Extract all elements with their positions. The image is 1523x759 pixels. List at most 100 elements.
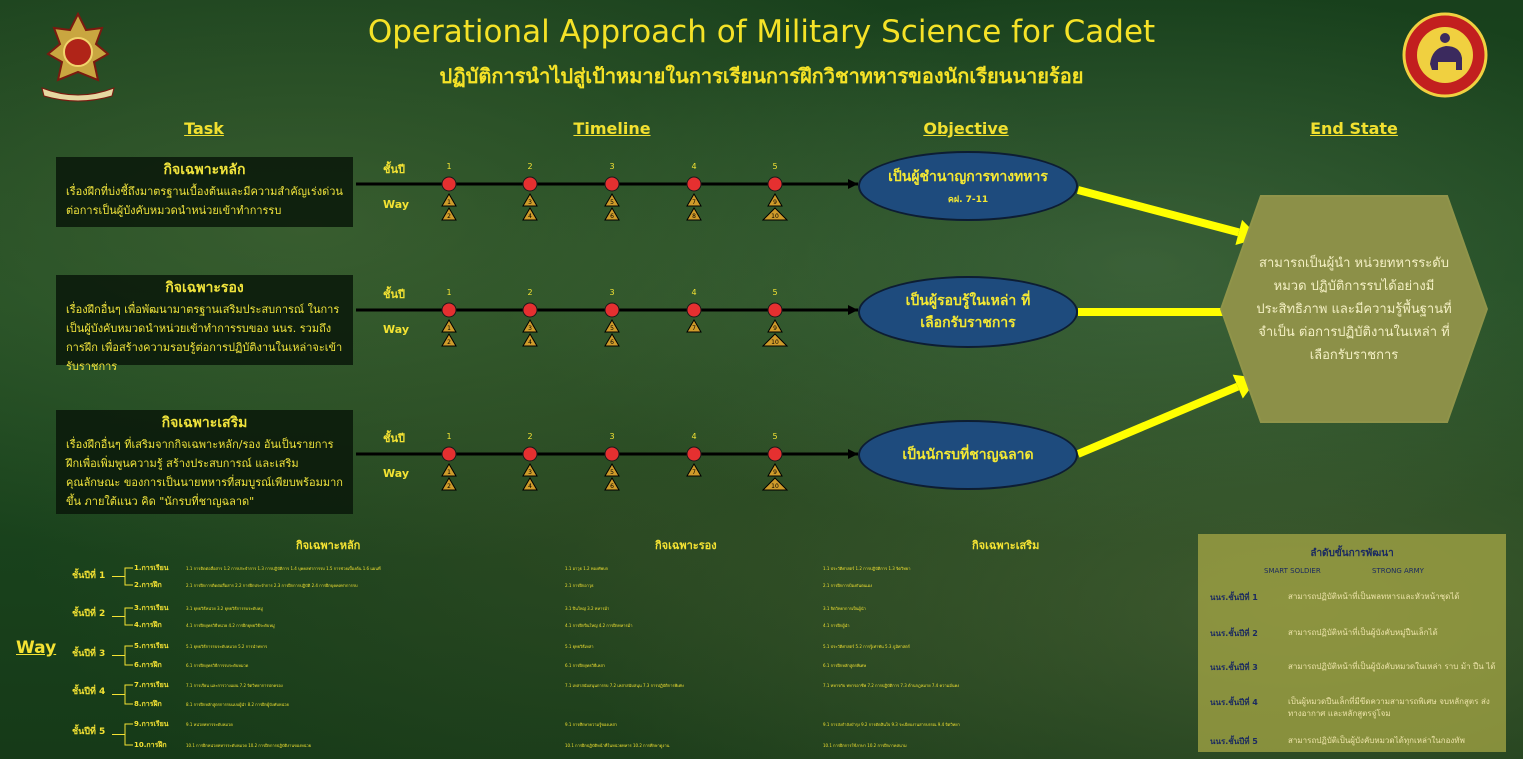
timeline-arrowhead (848, 449, 858, 459)
way-triangle (761, 477, 789, 491)
way-triangle (522, 193, 538, 207)
way-triangle (604, 333, 620, 347)
activity-detail: 2.1 การฝึกการป้องกันตนเอง (823, 583, 873, 588)
activity-detail: 1.1 อาวุธ 1.2 ทองทัพบก (565, 566, 609, 571)
panel-year-description: สามารถปฏิบัติหน้าที่เป็นผู้บังคับหมวดในเ… (1288, 662, 1496, 671)
bottom-col-title-main: กิจเฉพาะหลัก (296, 539, 361, 552)
way-triangle-label: 9 (773, 199, 777, 206)
task-box-main: กิจเฉพาะหลัก เรื่องฝึกที่บ่งชี้ถึงมาตรฐา… (56, 157, 353, 227)
end-state-hexagon: สามารถเป็นผู้นำ หน่วยทหารระดับหมวด ปฏิบั… (1222, 197, 1486, 421)
activity-detail: 10.1 การฝึกปฏิบัติหน้าที่ในหน่วยทหาร 10.… (565, 743, 670, 748)
timeline-dot (522, 176, 538, 192)
way-triangle (767, 193, 783, 207)
timeline-dot (767, 176, 783, 192)
timeline-dot (686, 446, 702, 462)
activity-label: 7.การเรียน (134, 681, 169, 689)
activity-label: 8.การฝึก (134, 700, 162, 708)
task-box-supplementary: กิจเฉพาะเสริม เรื่องฝึกอื่นๆ ที่เสริมจาก… (56, 410, 353, 514)
objective-ellipse-supplementary: เป็นนักรบที่ชาญฉลาด (858, 420, 1078, 490)
activity-detail: 2.1 การฝึกการติดต่อสื่อสาร 2.2 การฝึกประ… (186, 583, 358, 588)
column-header-end-state: End State (1310, 119, 1398, 138)
way-triangle (767, 463, 783, 477)
way-triangle (522, 463, 538, 477)
way-triangle-label: 7 (692, 199, 696, 206)
objective-to-endstate-arrow (1076, 382, 1240, 458)
way-triangle (761, 207, 789, 221)
activity-detail: 5.1 ประวัติศาสตร์ 5.2 การรู้เท่าทัน 5.3 … (823, 644, 910, 649)
way-triangle (522, 207, 538, 221)
way-triangle (604, 319, 620, 333)
way-triangle-label: 2 (447, 213, 451, 220)
year-number: 2 (527, 288, 532, 297)
activity-detail: 7.1 ทหารกับ ทหารอาชีพ 7.2 การปฏิบัติการ … (823, 683, 960, 688)
timeline-dot (441, 446, 457, 462)
timeline-dot (604, 446, 620, 462)
year-number: 1 (446, 288, 451, 297)
bottom-col-title-secondary: กิจเฉพาะรอง (655, 539, 717, 552)
way-triangle-label: 4 (528, 213, 532, 220)
year-number: 3 (609, 288, 614, 297)
task-title: กิจเฉพาะรอง (165, 280, 244, 296)
right-division-logo (1402, 12, 1488, 98)
timeline-dot (767, 302, 783, 318)
timeline-dot (604, 302, 620, 318)
year-number: 3 (609, 162, 614, 171)
way-triangle-label: 5 (610, 469, 614, 476)
year-3-label: ชั้นปีที่ 3 (72, 649, 106, 659)
year-number: 4 (691, 288, 696, 297)
activity-detail: 6.1 การฝึกยุทธวิธีการรบระดับหมวด (186, 663, 249, 668)
way-triangle (686, 193, 702, 207)
year-1-label: ชั้นปีที่ 1 (72, 571, 106, 581)
way-big-label: Way (16, 638, 57, 658)
panel-year-label: นนร.ชั้นปีที่ 5 (1210, 737, 1258, 746)
way-triangle-label: 5 (610, 325, 614, 332)
objective-ellipse-secondary: เป็นผู้รอบรู้ในเหล่า ที่เลือกรับราชการ (858, 276, 1078, 348)
panel-year-description: สามารถปฏิบัติเป็นผู้บังคับหมวดได้ทุกเหล่… (1288, 736, 1465, 745)
way-triangle-label: 10 (771, 483, 779, 490)
way-triangle-label: 7 (692, 325, 696, 332)
timeline-dot (604, 176, 620, 192)
year-label: ชั้นปี (383, 432, 405, 445)
left-crest-logo (36, 10, 120, 102)
way-triangle (604, 193, 620, 207)
activity-label: 6.การฝึก (134, 661, 162, 669)
timeline-dot (522, 302, 538, 318)
task-box-secondary: กิจเฉพาะรอง เรื่องฝึกอื่นๆ เพื่อพัฒนามาต… (56, 275, 353, 373)
way-triangle-label: 4 (528, 483, 532, 490)
task-title: กิจเฉพาะหลัก (163, 162, 246, 178)
way-triangle (522, 319, 538, 333)
way-triangle (604, 207, 620, 221)
way-triangle-label: 2 (447, 339, 451, 346)
way-triangle-label: 9 (773, 325, 777, 332)
activity-detail: 10.1 การฝึกหน่วยทหารระดับหมวด 10.2 การฝึ… (186, 743, 312, 748)
way-triangle-label: 2 (447, 483, 451, 490)
way-triangle (686, 463, 702, 477)
way-triangle (441, 333, 457, 347)
activity-detail: 9.1 การศึกษาความรู้ของเหล่า (565, 722, 618, 727)
year-2-label: ชั้นปีที่ 2 (72, 609, 106, 619)
way-triangle (441, 463, 457, 477)
panel-col-smart-soldier: SMART SOLDIER (1264, 567, 1321, 575)
way-triangle (686, 319, 702, 333)
panel-year-description: เป็นผู้หมวดปืนเล็กที่มีขีดความสามารถพิเศ… (1288, 697, 1490, 718)
year-number: 5 (772, 288, 777, 297)
way-triangle-label: 3 (528, 469, 532, 476)
way-triangle-label: 6 (610, 339, 614, 346)
activity-detail: 3.1 ปืนใหญ่ 3.2 ทหารม้า (565, 606, 610, 611)
way-label: Way (383, 323, 409, 336)
way-triangle (686, 207, 702, 221)
objective-ellipse-main: เป็นผู้ชำนาญการทางทหาร คฝ. 7-11 (858, 151, 1078, 221)
activity-detail: 3.1 ยุทธวิธีหน่วย 3.2 ยุทธวิธีการรบระดับ… (186, 606, 263, 611)
panel-title: ลำดับขั้นการพัฒนา (1310, 548, 1394, 559)
activity-detail: 1.1 การติดต่อสื่อสาร 1.2 การประจำการ 1.3… (186, 566, 381, 571)
objective-text: เป็นนักรบที่ชาญฉลาด (902, 447, 1034, 463)
way-triangle-label: 1 (447, 199, 451, 206)
column-header-task: Task (184, 119, 224, 138)
activity-label: 1.การเรียน (134, 564, 169, 572)
way-label: Way (383, 198, 409, 211)
year-5-label: ชั้นปีที่ 5 (72, 727, 106, 737)
objective-text: เป็นผู้ชำนาญการทางทหาร (888, 169, 1048, 185)
activity-detail: 7.1 การเรียน และการวางแผน 7.2 จิตวิทยากา… (186, 683, 283, 688)
panel-year-label: นนร.ชั้นปีที่ 2 (1210, 629, 1258, 638)
activity-label: 5.การเรียน (134, 642, 169, 650)
